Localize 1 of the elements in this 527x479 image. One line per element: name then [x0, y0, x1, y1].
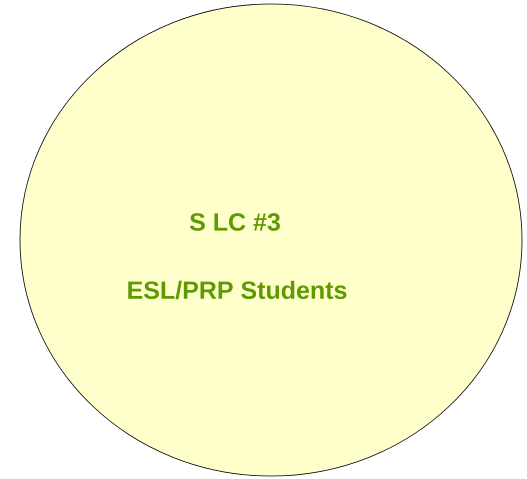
circle-node: S LC #3 ESL/PRP Students — [20, 4, 522, 476]
